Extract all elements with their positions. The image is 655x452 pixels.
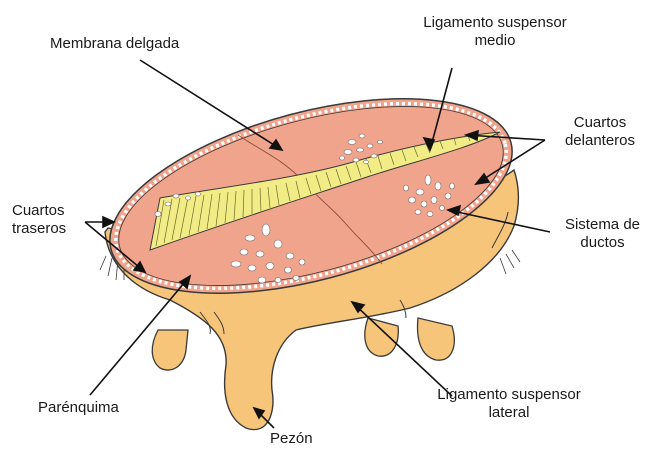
label-ligamento-medio-line2: medio	[410, 32, 580, 50]
label-ligamento-suspensor-medio: Ligamento suspensor medio	[410, 14, 580, 50]
label-membrana-delgada: Membrana delgada	[50, 35, 179, 53]
label-cuartos-delanteros-line1: Cuartos	[550, 114, 650, 132]
label-cuartos-delanteros: Cuartos delanteros	[550, 114, 650, 150]
label-sistema-line1: Sistema de	[555, 216, 650, 234]
teat-front-right	[365, 318, 398, 356]
label-cuartos-traseros-line2: traseros	[12, 220, 66, 238]
label-ligamento-medio-line1: Ligamento suspensor	[410, 14, 580, 32]
label-cuartos-delanteros-line2: delanteros	[550, 132, 650, 150]
label-ligamento-suspensor-lateral: Ligamento suspensor lateral	[424, 386, 594, 422]
label-sistema-de-ductos: Sistema de ductos	[555, 216, 650, 252]
label-ligamento-lateral-line1: Ligamento suspensor	[424, 386, 594, 404]
teat-right	[418, 318, 455, 360]
label-pezon: Pezón	[270, 430, 313, 448]
label-cuartos-traseros: Cuartos traseros	[12, 202, 66, 238]
label-ligamento-lateral-line2: lateral	[424, 404, 594, 422]
label-sistema-line2: ductos	[555, 234, 650, 252]
label-parenquima: Parénquima	[38, 399, 119, 417]
teat-rear-left	[152, 330, 188, 370]
label-cuartos-traseros-line1: Cuartos	[12, 202, 66, 220]
